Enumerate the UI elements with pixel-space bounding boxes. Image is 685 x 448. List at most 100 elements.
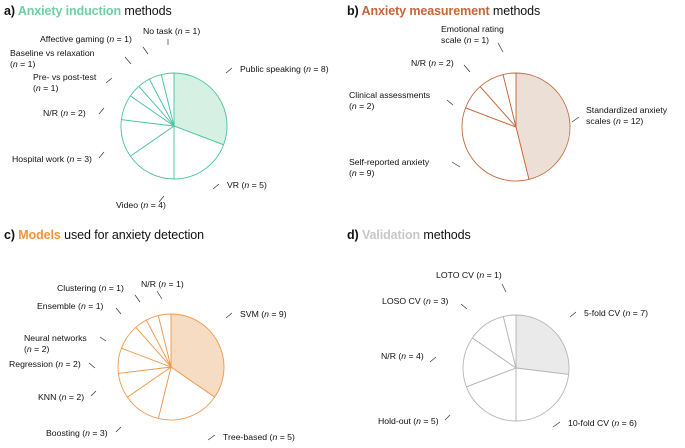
label-leader-line bbox=[98, 107, 105, 115]
pie-slice[interactable] bbox=[173, 72, 228, 146]
pie-slice[interactable] bbox=[502, 314, 517, 369]
pie-slice-label: LOTO CV (n = 1) bbox=[436, 270, 502, 280]
pie-slice-label: Hold-out (n = 5) bbox=[378, 416, 439, 426]
panel-c-leader-lines bbox=[88, 290, 233, 441]
pie-slice-label: No task (n = 1) bbox=[143, 26, 200, 36]
label-leader-line bbox=[98, 151, 105, 159]
pie-slice[interactable] bbox=[157, 366, 216, 421]
panel-d-labels: 5-fold CV (n = 7) 10-fold CV (n = 6) Hold-… bbox=[378, 270, 648, 428]
pie-slice[interactable] bbox=[515, 72, 571, 180]
pie-slice-label: N/R (n = 4) bbox=[381, 351, 424, 361]
label-leader-line bbox=[497, 42, 504, 53]
pie-slice[interactable] bbox=[173, 125, 225, 180]
panel-c-highlight: Models bbox=[18, 228, 61, 242]
label-leader-line bbox=[90, 390, 97, 397]
panel-b-slices bbox=[461, 72, 571, 182]
label-leader-line bbox=[99, 336, 107, 342]
pie-slice-label: Clinical assessments(n = 2) bbox=[349, 90, 431, 111]
pie-slice[interactable] bbox=[462, 337, 517, 388]
panel-anxiety-measurement: b) Anxiety measurement methods Standardi… bbox=[343, 0, 685, 224]
pie-slice[interactable] bbox=[129, 125, 175, 180]
pie-slice[interactable] bbox=[160, 72, 175, 127]
panel-c-pie-chart: SVM (n = 9) Tree-based (n = 5) Boosting (n… bbox=[9, 279, 295, 442]
panel-c-letter: c) bbox=[4, 228, 15, 242]
panel-c-labels: SVM (n = 9) Tree-based (n = 5) Boosting (n… bbox=[9, 279, 295, 442]
pie-slice-label: N/R (n = 2) bbox=[43, 108, 86, 118]
pie-slice[interactable] bbox=[465, 367, 517, 422]
pie-slice-label: Regression (n = 2) bbox=[9, 359, 81, 369]
pie-slice[interactable] bbox=[502, 72, 517, 128]
pie-slice-label: N/R (n = 1) bbox=[141, 279, 184, 289]
label-leader-line bbox=[156, 290, 163, 300]
panel-a-letter: a) bbox=[4, 4, 15, 18]
label-leader-line bbox=[460, 303, 468, 310]
label-leader-line bbox=[115, 426, 122, 433]
panel-d-leader-lines bbox=[429, 283, 577, 428]
panel-anxiety-induction: a) Anxiety induction methods Public spea… bbox=[0, 0, 343, 224]
pie-slice-label: LOSO CV (n = 3) bbox=[382, 296, 449, 306]
panel-validation: d) Validation methods 5-fold CV (n = 7) 1… bbox=[343, 224, 685, 448]
panel-c-title: c) Models used for anxiety detection bbox=[4, 228, 204, 242]
label-leader-line bbox=[207, 434, 216, 441]
panel-d-slices bbox=[462, 314, 570, 422]
label-leader-line bbox=[225, 67, 233, 74]
panel-a-rest: methods bbox=[124, 4, 172, 18]
pie-slice[interactable] bbox=[157, 313, 172, 368]
label-leader-line bbox=[88, 362, 96, 369]
label-leader-line bbox=[105, 77, 113, 84]
pie-slice-label: SVM (n = 9) bbox=[240, 309, 287, 319]
pie-slice[interactable] bbox=[170, 313, 225, 398]
panel-a-labels: Public speaking (n = 8)VR (n = 5)Video (… bbox=[10, 26, 329, 210]
label-leader-line bbox=[569, 311, 577, 318]
label-leader-line bbox=[501, 283, 507, 293]
panel-b-rest: methods bbox=[492, 4, 541, 18]
panel-d-rest: methods bbox=[423, 228, 471, 242]
label-leader-line bbox=[124, 56, 132, 65]
pie-slice-label: Baseline vs relaxation(n = 1) bbox=[10, 48, 95, 69]
label-leader-line bbox=[225, 312, 233, 319]
panel-d-pie-chart: 5-fold CV (n = 7) 10-fold CV (n = 6) Hold-… bbox=[378, 270, 648, 428]
pie-slice[interactable] bbox=[461, 107, 530, 182]
pie-slice[interactable] bbox=[515, 314, 570, 375]
panel-d-title: d) Validation methods bbox=[347, 228, 471, 242]
panel-b-leader-lines bbox=[446, 42, 580, 168]
pie-slice-label: KNN (n = 2) bbox=[38, 392, 84, 402]
pie-slice-label: Public speaking (n = 8) bbox=[240, 64, 329, 74]
pie-slice-label: Affective gaming (n = 1) bbox=[40, 34, 132, 44]
panel-models: c) Models used for anxiety detection SVM… bbox=[0, 224, 343, 448]
label-leader-line bbox=[571, 116, 580, 123]
pie-slice-label: N/R (n = 2) bbox=[411, 58, 454, 68]
panel-a-slices bbox=[120, 72, 228, 180]
panel-a-leader-lines bbox=[98, 39, 233, 203]
panel-b-letter: b) bbox=[347, 4, 359, 18]
panel-b-highlight: Anxiety measurement bbox=[361, 4, 490, 18]
pie-slice-label: Hospital work (n = 3) bbox=[12, 154, 92, 164]
label-leader-line bbox=[134, 294, 141, 303]
label-leader-line bbox=[451, 161, 461, 168]
panel-a-pie-chart: Public speaking (n = 8)VR (n = 5)Video (… bbox=[10, 26, 329, 210]
label-leader-line bbox=[463, 64, 471, 73]
panel-a-highlight: Anxiety induction bbox=[17, 4, 122, 18]
panel-d-letter: d) bbox=[347, 228, 359, 242]
pie-slice-label: Tree-based (n = 5) bbox=[223, 432, 295, 442]
pie-slice-label: Ensemble (n = 1) bbox=[37, 301, 104, 311]
label-leader-line bbox=[142, 46, 149, 55]
label-leader-line bbox=[212, 183, 220, 190]
panel-d-highlight: Validation bbox=[361, 228, 421, 242]
pie-slice-label: Boosting (n = 3) bbox=[46, 428, 108, 438]
pie-slice-label: Neural networks(n = 2) bbox=[24, 333, 87, 354]
pie-slice-label: 10-fold CV (n = 6) bbox=[568, 418, 637, 428]
label-leader-line bbox=[115, 307, 122, 315]
pie-slice-label: Self-reported anxiety(n = 9) bbox=[349, 157, 430, 178]
label-leader-line bbox=[158, 195, 165, 203]
pie-slice[interactable] bbox=[515, 367, 570, 422]
pie-slice-label: 5-fold CV (n = 7) bbox=[584, 308, 648, 318]
label-leader-line bbox=[446, 99, 454, 106]
label-leader-line bbox=[552, 421, 561, 428]
pie-slice-label: Clustering (n = 1) bbox=[57, 283, 124, 293]
